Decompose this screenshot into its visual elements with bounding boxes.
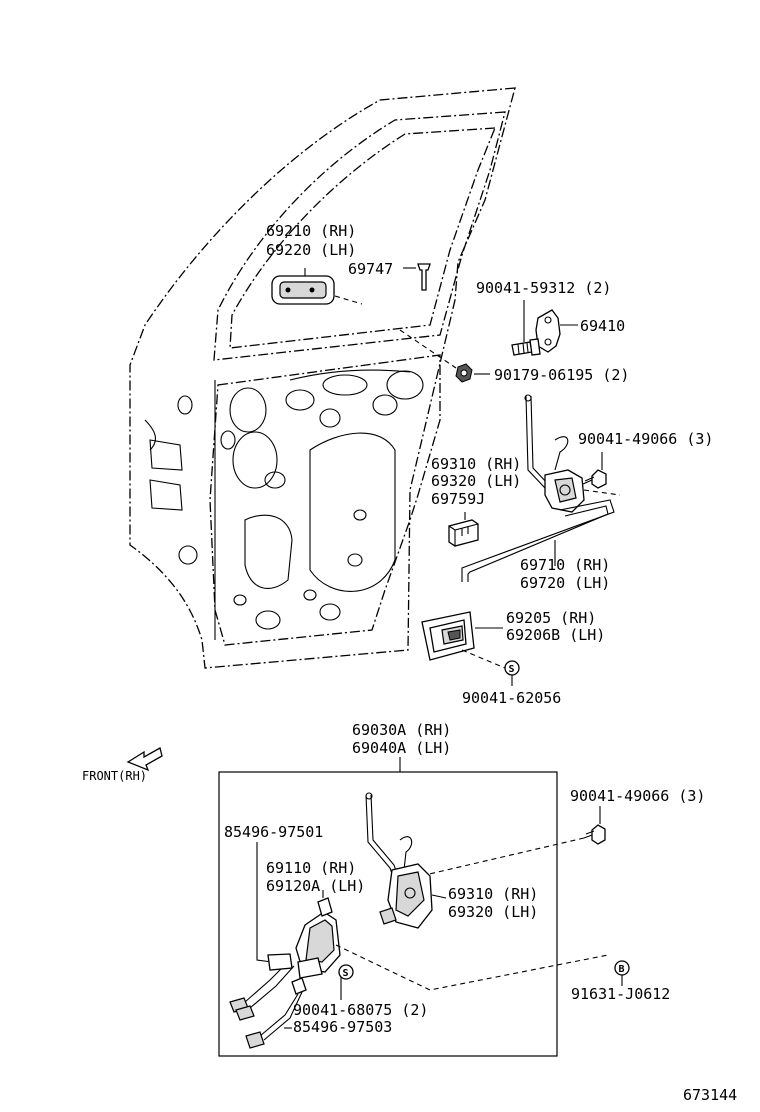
inside-handle	[421, 611, 506, 669]
symbol-b: B	[619, 964, 625, 975]
label-front: FRONT(RH)	[82, 769, 147, 783]
label-wire-97503: 85496-97503	[293, 1018, 392, 1036]
wire-harness-97503	[245, 977, 307, 1049]
label-handle-rh: 69210 (RH)	[266, 222, 356, 240]
label-lock-top-rh: 69310 (RH)	[431, 455, 521, 473]
label-inner-rh: 69205 (RH)	[506, 609, 596, 627]
detail-box	[218, 771, 558, 1057]
label-screw-box: 90041-49066 (3)	[570, 787, 705, 805]
label-lock-box-rh: 69310 (RH)	[448, 885, 538, 903]
symbol-s-box: S	[343, 968, 349, 979]
door-lock-box	[365, 792, 447, 929]
label-motor-rh: 69110 (RH)	[266, 859, 356, 877]
label-assy-rh: 69030A (RH)	[352, 721, 451, 739]
wire-harness-97501	[229, 842, 295, 1021]
control-rod	[461, 499, 615, 582]
label-motor-lh: 69120A (LH)	[266, 877, 365, 895]
label-striker: 69410	[580, 317, 625, 335]
striker-part	[535, 309, 578, 353]
label-inner-lh: 69206B (LH)	[506, 626, 605, 644]
label-lock-top-lh: 69320 (LH)	[431, 472, 521, 490]
label-screw-top: 90041-49066 (3)	[578, 430, 713, 448]
label-nut: 90179-06195 (2)	[494, 366, 629, 384]
label-lock-box-lh: 69320 (LH)	[448, 903, 538, 921]
label-pin: 69747	[348, 260, 393, 278]
screw-68075: S	[338, 964, 354, 980]
label-wire-97501: 85496-97501	[224, 823, 323, 841]
screw-top	[582, 452, 607, 489]
label-rod-rh: 69710 (RH)	[520, 556, 610, 574]
label-bolt-j0612: 91631-J0612	[571, 985, 670, 1003]
bolt-j0612: B	[614, 960, 630, 986]
label-assy-lh: 69040A (LH)	[352, 739, 451, 757]
screw-62056: S	[504, 660, 520, 686]
pin-part	[403, 263, 431, 291]
door-lock-top	[524, 394, 621, 513]
bolt-part	[511, 300, 541, 356]
lock-motor	[295, 890, 609, 1000]
label-clip: 69759J	[431, 490, 485, 508]
label-handle-lh: 69220 (LH)	[266, 241, 356, 259]
screw-box	[424, 806, 606, 876]
label-bolt-59312: 90041-59312 (2)	[476, 279, 611, 297]
clip-part	[448, 512, 479, 547]
catalog-number: 673144	[683, 1086, 737, 1104]
nut-part	[399, 329, 490, 383]
door-panel	[129, 87, 516, 669]
symbol-s: S	[509, 664, 515, 675]
front-arrow-icon	[126, 747, 163, 772]
label-rod-lh: 69720 (LH)	[520, 574, 610, 592]
label-screw-62056: 90041-62056	[462, 689, 561, 707]
outside-handle	[271, 268, 363, 305]
label-screw-68075: 90041-68075 (2)	[293, 1001, 428, 1019]
